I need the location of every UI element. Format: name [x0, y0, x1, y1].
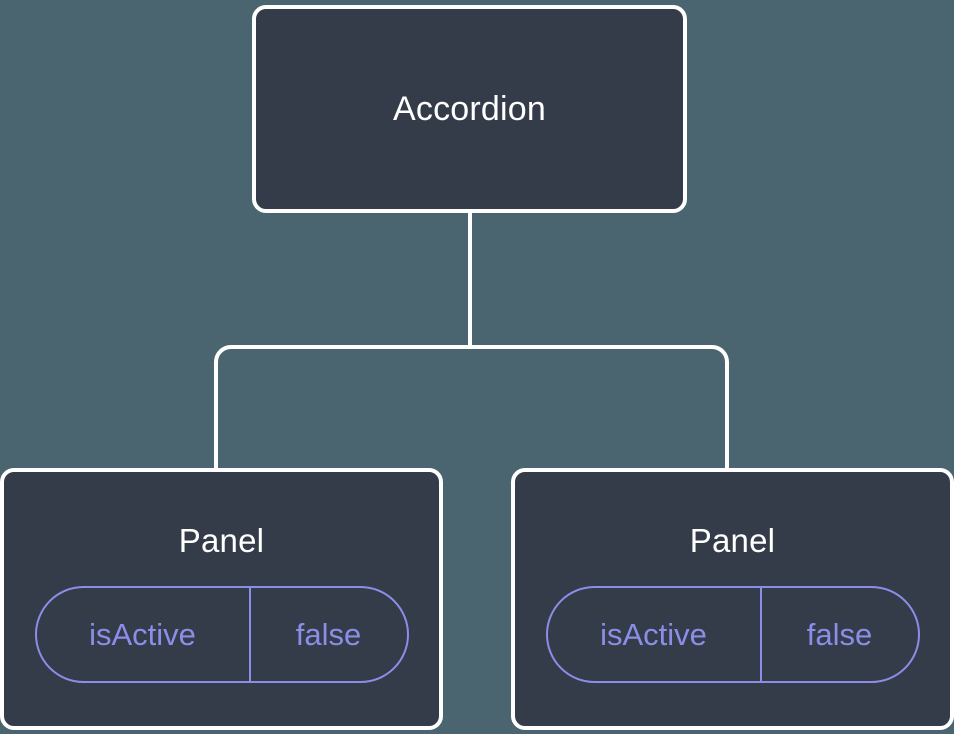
state-key-panel-2: isActive	[600, 617, 707, 652]
node-panel-2-title: Panel	[689, 522, 776, 559]
state-badge-panel-2[interactable]: isActive false	[545, 586, 920, 683]
state-divider-panel-2	[759, 588, 762, 681]
node-panel-2[interactable]: Panel isActive false	[511, 468, 954, 730]
node-accordion[interactable]: Accordion	[252, 5, 687, 213]
state-badge-panel-1[interactable]: isActive false	[34, 586, 409, 683]
node-panel-1[interactable]: Panel isActive false	[0, 468, 443, 730]
node-accordion-title: Accordion	[393, 90, 546, 128]
state-divider-panel-1	[248, 588, 251, 681]
state-value-panel-2: false	[806, 617, 873, 652]
state-key-panel-1: isActive	[89, 617, 196, 652]
state-value-panel-1: false	[295, 617, 362, 652]
connector-branch-right	[470, 345, 729, 470]
node-panel-1-title: Panel	[178, 522, 265, 559]
connector-branch-left	[214, 345, 470, 470]
